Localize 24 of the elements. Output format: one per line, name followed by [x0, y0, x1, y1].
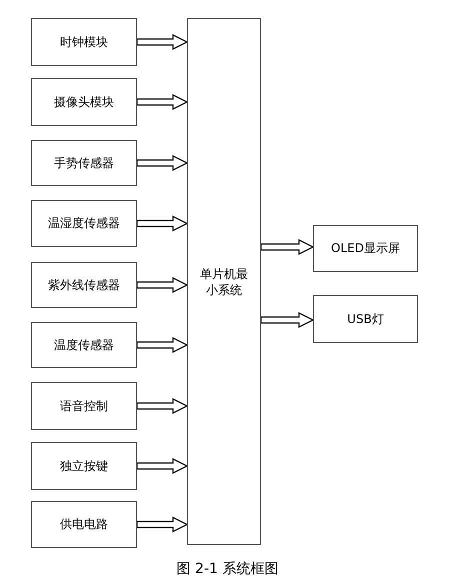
block-arrow [136, 34, 188, 50]
module-box: 语音控制 [31, 382, 137, 430]
module-box: 手势传感器 [31, 140, 137, 186]
module-box: 温度传感器 [31, 322, 137, 368]
module-box: OLED显示屏 [313, 225, 418, 272]
block-arrow [260, 312, 314, 328]
module-box: 紫外线传感器 [31, 262, 137, 308]
block-arrow [136, 94, 188, 110]
module-box: 摄像头模块 [31, 78, 137, 126]
module-box: 供电电路 [31, 501, 137, 548]
block-arrow [136, 398, 188, 414]
block-arrow [136, 155, 188, 171]
figure-caption: 图 2-1 系统框图 [176, 560, 278, 578]
system-block: 单片机最小系统 [187, 18, 261, 545]
block-arrow [136, 516, 188, 532]
block-arrow [136, 277, 188, 293]
block-arrow [136, 216, 188, 232]
module-box: 温湿度传感器 [31, 200, 137, 247]
block-arrow [136, 458, 188, 474]
module-box: USB灯 [313, 295, 418, 343]
block-arrow [136, 337, 188, 353]
block-arrow [260, 239, 314, 255]
module-box: 时钟模块 [31, 18, 137, 66]
module-box: 独立按键 [31, 442, 137, 490]
